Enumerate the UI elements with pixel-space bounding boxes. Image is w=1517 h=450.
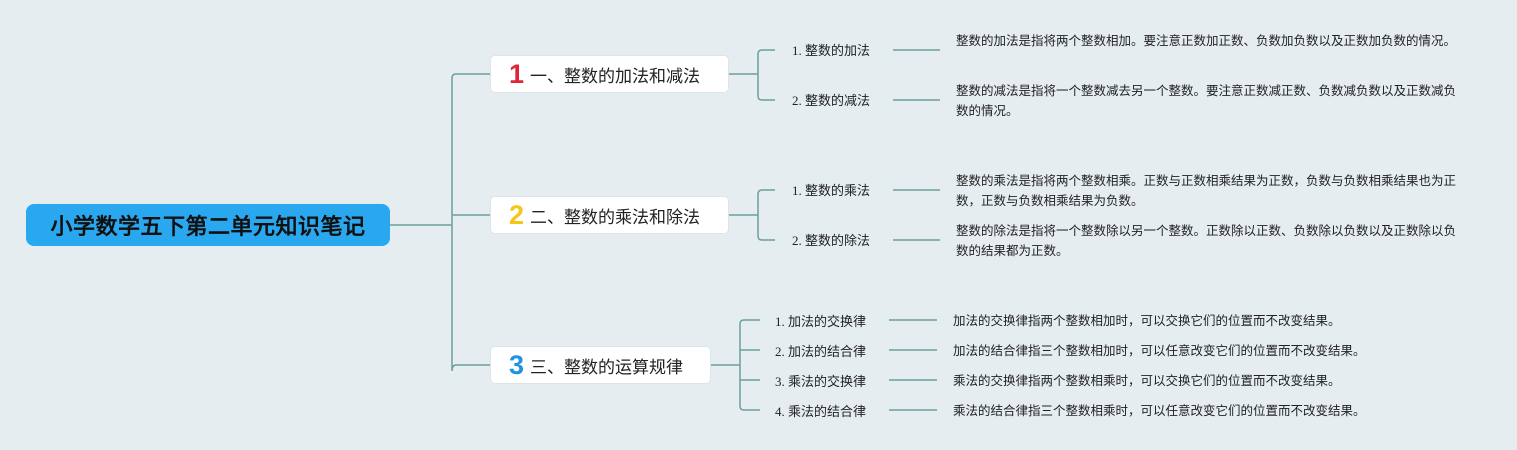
leaf-desc-2-2: 整数的除法是指将一个整数除以另一个整数。正数除以正数、负数除以负数以及正数除以负… <box>956 223 1457 258</box>
root-topic[interactable]: 小学数学五下第二单元知识笔记 <box>26 204 390 246</box>
branch-topic-2[interactable]: 2 二、整数的乘法和除法 <box>491 197 728 233</box>
branch-number-1: 1 <box>509 58 525 89</box>
branch-title-3: 三、整数的运算规律 <box>530 357 684 378</box>
leaf-label-1-1[interactable]: 1. 整数的加法 <box>792 43 871 58</box>
branch-2-fork <box>757 189 775 241</box>
leaf-desc-2-1: 整数的乘法是指将两个整数相乘。正数与正数相乘结果为正数，负数与负数相乘结果也为正… <box>956 173 1457 208</box>
branch-title-2: 二、整数的乘法和除法 <box>530 207 701 228</box>
branch-topic-3[interactable]: 3 三、整数的运算规律 <box>491 347 710 383</box>
branch-1-fork <box>757 49 775 101</box>
leaf-label-3-2[interactable]: 2. 加法的结合律 <box>775 344 867 359</box>
leaf-desc-3-1: 加法的交换律指两个整数相加时，可以交换它们的位置而不改变结果。 <box>953 313 1341 328</box>
leaf-desc-1-1: 整数的加法是指将两个整数相加。要注意正数加正数、负数加负数以及正数加负数的情况。 <box>956 33 1457 48</box>
leaf-desc-3-2: 加法的结合律指三个整数相加时，可以任意改变它们的位置而不改变结果。 <box>953 343 1366 358</box>
leaf-label-3-4[interactable]: 4. 乘法的结合律 <box>775 404 867 419</box>
leaf-label-2-2[interactable]: 2. 整数的除法 <box>792 233 871 248</box>
leaf-desc-3-4: 乘法的结合律指三个整数相乘时，可以任意改变它们的位置而不改变结果。 <box>953 403 1366 418</box>
leaf-label-1-2[interactable]: 2. 整数的减法 <box>792 93 871 108</box>
leaf-desc-3-3: 乘法的交换律指两个整数相乘时，可以交换它们的位置而不改变结果。 <box>953 373 1341 388</box>
branch-number-3: 3 <box>509 349 525 380</box>
trunk-connector <box>451 73 491 372</box>
leaf-label-3-1[interactable]: 1. 加法的交换律 <box>775 314 867 329</box>
branch-title-1: 一、整数的加法和减法 <box>530 66 701 87</box>
branch-3-fork <box>739 319 760 411</box>
branch-topic-1[interactable]: 1 一、整数的加法和减法 <box>491 56 728 92</box>
branch-number-2: 2 <box>509 199 525 230</box>
leaf-label-3-3[interactable]: 3. 乘法的交换律 <box>775 374 867 389</box>
leaf-label-2-1[interactable]: 1. 整数的乘法 <box>792 183 871 198</box>
leaf-desc-1-2: 整数的减法是指将一个整数减去另一个整数。要注意正数减正数、负数减负数以及正数减负… <box>956 83 1457 118</box>
root-title: 小学数学五下第二单元知识笔记 <box>50 215 366 240</box>
